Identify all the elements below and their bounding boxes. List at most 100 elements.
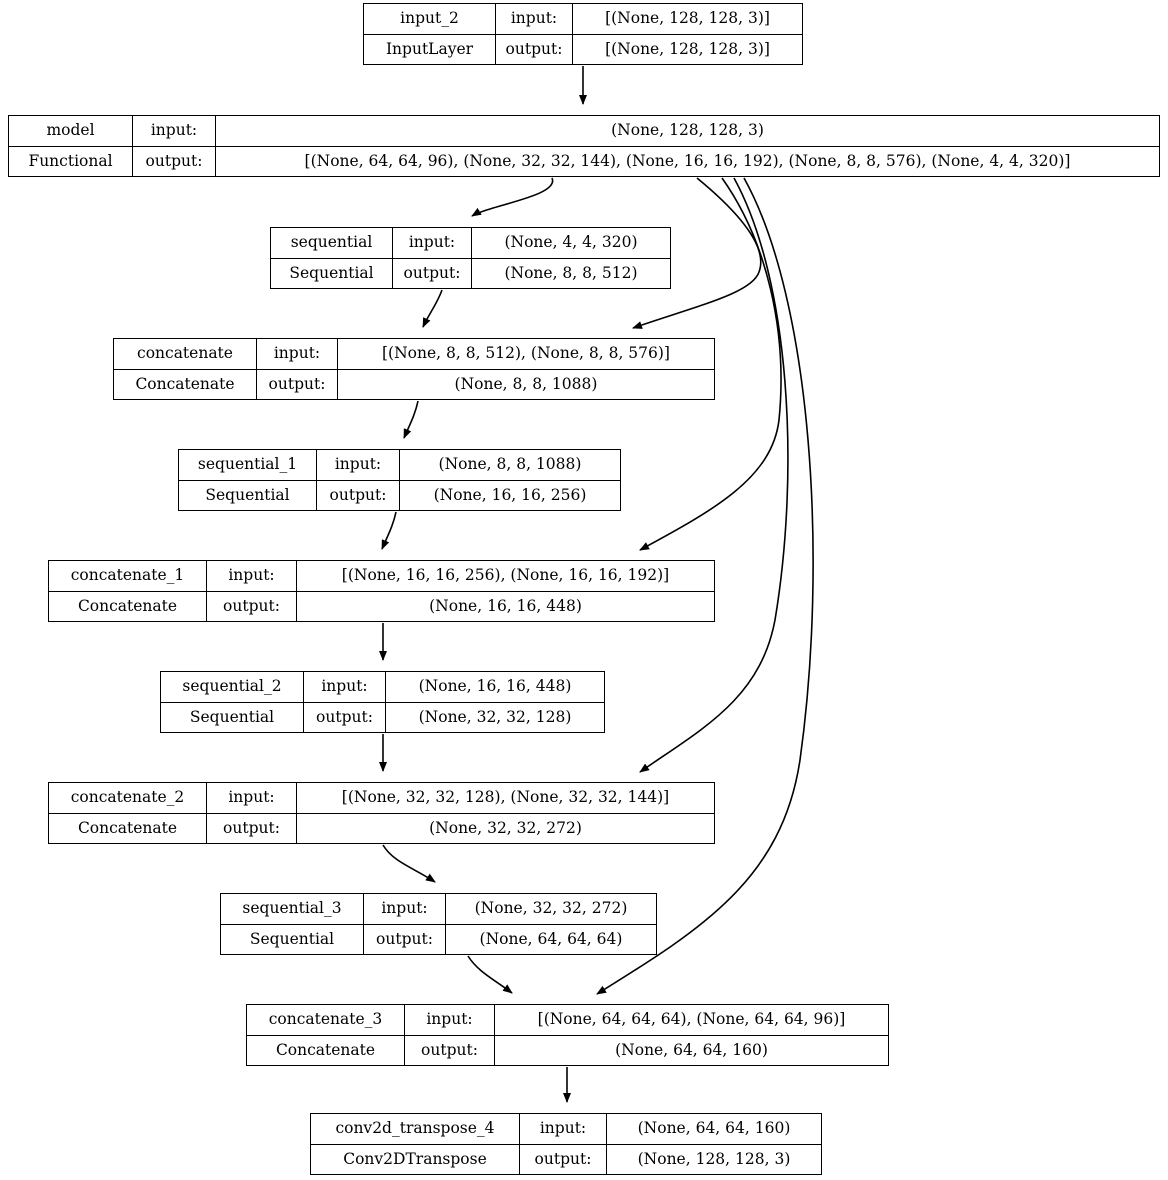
node-class-name: Sequential: [179, 480, 317, 510]
node-input-row: concatenate input: [(None, 8, 8, 512), (…: [114, 339, 714, 370]
node-output-row: Concatenate output: (None, 16, 16, 448): [49, 591, 714, 621]
node-output-row: Sequential output: (None, 64, 64, 64): [221, 924, 656, 954]
node-sequential[interactable]: sequential input: (None, 4, 4, 320) Sequ…: [270, 227, 671, 289]
node-concatenate[interactable]: concatenate input: [(None, 8, 8, 512), (…: [113, 338, 715, 400]
edge-sequential-to-concatenate: [422, 289, 443, 328]
node-input-shape: (None, 64, 64, 160): [637, 1119, 791, 1137]
node-input-shape: [(None, 128, 128, 3)]: [605, 9, 770, 27]
node-output-row: Concatenate output: (None, 64, 64, 160): [247, 1035, 888, 1065]
node-input-shape: [(None, 64, 64, 64), (None, 64, 64, 96)]: [537, 1010, 846, 1028]
node-output-shape: (None, 32, 32, 272): [429, 818, 582, 837]
node-output-shape: (None, 16, 16, 448): [429, 596, 582, 615]
node-layer-name: concatenate_2: [49, 783, 207, 813]
node-concatenate_1[interactable]: concatenate_1 input: [(None, 16, 16, 256…: [48, 560, 715, 622]
node-output-label: output:: [393, 258, 472, 288]
node-conv2d_transpose_4[interactable]: conv2d_transpose_4 input: (None, 64, 64,…: [310, 1113, 822, 1175]
node-layer-name: sequential: [271, 228, 393, 258]
node-output-shape: (None, 8, 8, 512): [504, 263, 638, 282]
node-model[interactable]: model input: (None, 128, 128, 3) Functio…: [8, 115, 1160, 177]
node-input-row: sequential_3 input: (None, 32, 32, 272): [221, 894, 656, 925]
node-layer-name: conv2d_transpose_4: [311, 1114, 520, 1144]
edge-model-to-sequential: [471, 177, 554, 217]
node-input-shape: (None, 8, 8, 1088): [438, 455, 582, 473]
node-output-shape: (None, 64, 64, 64): [479, 929, 623, 948]
node-input-row: sequential input: (None, 4, 4, 320): [271, 228, 670, 259]
node-output-shape: (None, 128, 128, 3): [637, 1149, 791, 1168]
node-input-label: input:: [405, 1005, 495, 1035]
node-output-shape: [(None, 128, 128, 3)]: [605, 39, 770, 58]
node-class-name: Sequential: [161, 702, 304, 732]
node-output-row: Sequential output: (None, 16, 16, 256): [179, 480, 620, 510]
node-output-label: output:: [496, 34, 573, 64]
node-output-row: Concatenate output: (None, 8, 8, 1088): [114, 369, 714, 399]
edge-sequential1-to-concatenate1: [381, 511, 397, 550]
node-concatenate_2[interactable]: concatenate_2 input: [(None, 32, 32, 128…: [48, 782, 715, 844]
node-input-row: input_2 input: [(None, 128, 128, 3)]: [364, 4, 802, 35]
node-output-label: output:: [207, 813, 297, 843]
node-class-name: Concatenate: [114, 369, 257, 399]
edge-sequential3-to-concatenate3: [467, 955, 513, 994]
node-layer-name: sequential_1: [179, 450, 317, 480]
node-input-label: input:: [257, 339, 338, 369]
node-input-shape: (None, 16, 16, 448): [418, 677, 572, 695]
node-input-shape: [(None, 32, 32, 128), (None, 32, 32, 144…: [341, 788, 670, 806]
node-input-label: input:: [317, 450, 400, 480]
node-output-label: output:: [520, 1144, 607, 1174]
node-input-label: input:: [207, 561, 297, 591]
node-output-row: Sequential output: (None, 32, 32, 128): [161, 702, 604, 732]
node-output-label: output:: [405, 1035, 495, 1065]
node-input-label: input:: [520, 1114, 607, 1144]
node-layer-name: input_2: [364, 4, 496, 34]
node-sequential_3[interactable]: sequential_3 input: (None, 32, 32, 272) …: [220, 893, 657, 955]
node-input-label: input:: [496, 4, 573, 34]
node-output-label: output:: [207, 591, 297, 621]
node-output-label: output:: [304, 702, 386, 732]
node-class-name: Sequential: [221, 924, 364, 954]
node-output-row: Functional output: [(None, 64, 64, 96), …: [9, 146, 1159, 176]
node-layer-name: concatenate_3: [247, 1005, 405, 1035]
node-output-shape: (None, 8, 8, 1088): [454, 374, 598, 393]
node-output-shape: (None, 32, 32, 128): [418, 707, 572, 726]
node-input-row: concatenate_1 input: [(None, 16, 16, 256…: [49, 561, 714, 592]
node-input-label: input:: [304, 672, 386, 702]
node-input-label: input:: [364, 894, 446, 924]
node-input-shape: [(None, 8, 8, 512), (None, 8, 8, 576)]: [382, 344, 670, 362]
node-input-row: concatenate_3 input: [(None, 64, 64, 64)…: [247, 1005, 888, 1036]
node-input_2[interactable]: input_2 input: [(None, 128, 128, 3)] Inp…: [363, 3, 803, 65]
edge-concatenate2-to-sequential3: [382, 844, 436, 883]
node-layer-name: sequential_2: [161, 672, 304, 702]
node-input-row: concatenate_2 input: [(None, 32, 32, 128…: [49, 783, 714, 814]
node-output-row: Sequential output: (None, 8, 8, 512): [271, 258, 670, 288]
node-input-shape: (None, 32, 32, 272): [474, 899, 628, 917]
node-input-row: conv2d_transpose_4 input: (None, 64, 64,…: [311, 1114, 821, 1145]
node-layer-name: concatenate_1: [49, 561, 207, 591]
node-input-row: sequential_1 input: (None, 8, 8, 1088): [179, 450, 620, 481]
node-input-label: input:: [133, 116, 216, 146]
node-input-shape: [(None, 16, 16, 256), (None, 16, 16, 192…: [341, 566, 670, 584]
node-input-row: model input: (None, 128, 128, 3): [9, 116, 1159, 147]
node-layer-name: sequential_3: [221, 894, 364, 924]
node-class-name: Concatenate: [49, 591, 207, 621]
node-sequential_2[interactable]: sequential_2 input: (None, 16, 16, 448) …: [160, 671, 605, 733]
node-class-name: Sequential: [271, 258, 393, 288]
node-layer-name: concatenate: [114, 339, 257, 369]
node-output-shape: (None, 64, 64, 160): [615, 1040, 768, 1059]
node-output-shape: [(None, 64, 64, 96), (None, 32, 32, 144)…: [304, 151, 1071, 170]
node-class-name: InputLayer: [364, 34, 496, 64]
node-output-label: output:: [133, 146, 216, 176]
node-output-row: Concatenate output: (None, 32, 32, 272): [49, 813, 714, 843]
node-output-shape: (None, 16, 16, 256): [433, 485, 587, 504]
node-output-row: Conv2DTranspose output: (None, 128, 128,…: [311, 1144, 821, 1174]
node-concatenate_3[interactable]: concatenate_3 input: [(None, 64, 64, 64)…: [246, 1004, 889, 1066]
node-input-row: sequential_2 input: (None, 16, 16, 448): [161, 672, 604, 703]
node-output-label: output:: [257, 369, 338, 399]
node-output-label: output:: [364, 924, 446, 954]
node-sequential_1[interactable]: sequential_1 input: (None, 8, 8, 1088) S…: [178, 449, 621, 511]
node-input-shape: (None, 4, 4, 320): [504, 233, 638, 251]
node-input-shape: (None, 128, 128, 3): [611, 121, 764, 139]
node-input-label: input:: [207, 783, 297, 813]
node-output-row: InputLayer output: [(None, 128, 128, 3)]: [364, 34, 802, 64]
edge-concatenate-to-sequential1: [403, 400, 419, 439]
node-output-label: output:: [317, 480, 400, 510]
